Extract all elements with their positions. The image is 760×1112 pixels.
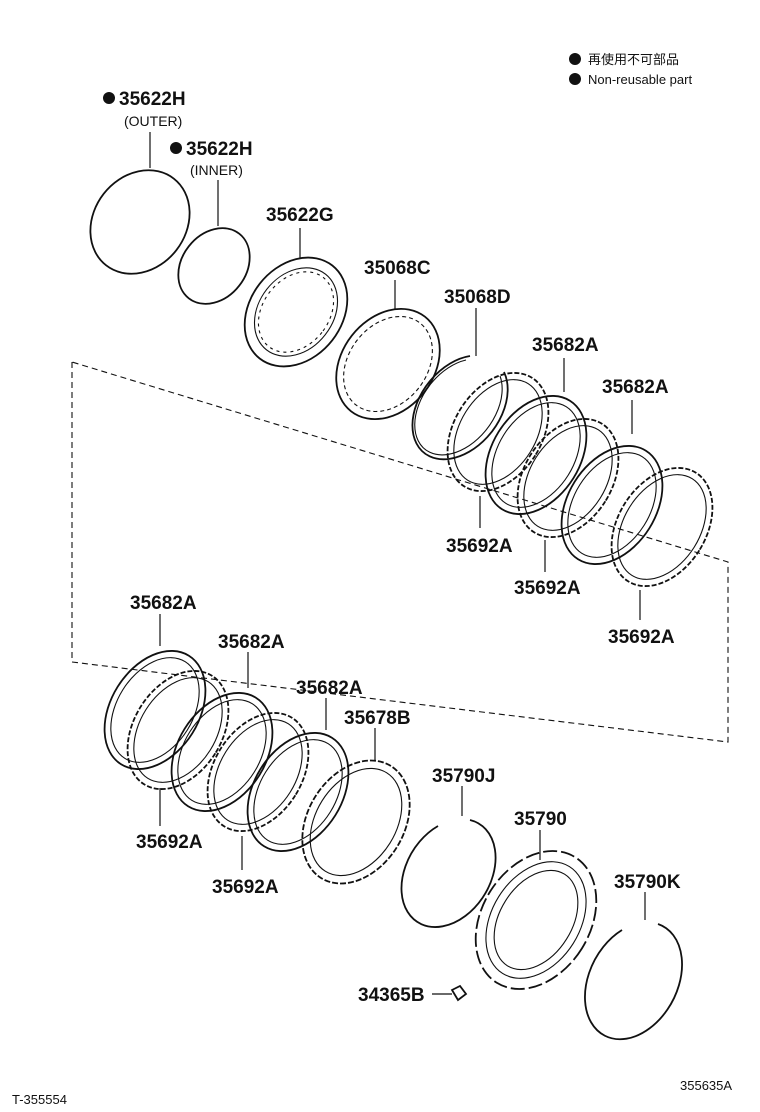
- non-reusable-bullet-icon: [569, 53, 581, 65]
- o-ring-inner: [177, 227, 251, 305]
- part-label: 35682A: [602, 377, 669, 398]
- clutch-disc-lower-1: [126, 670, 230, 790]
- part-label: 35068D: [444, 287, 511, 308]
- part-label: 35682A: [218, 632, 285, 653]
- part-labels: 35622H (OUTER) 35622H (INNER) 35622G 350…: [103, 89, 681, 1006]
- clutch-disc-upper-1: [446, 372, 550, 492]
- leader-lines: [149, 132, 646, 995]
- part-label: 35622H: [186, 139, 253, 160]
- clutch-plate-upper-2: [560, 445, 664, 565]
- clutch-plate-lower-2: [170, 692, 274, 812]
- clutch-plate-lower-3: [246, 732, 350, 852]
- part-label: 35790J: [432, 766, 495, 787]
- part-label: 35692A: [514, 578, 581, 599]
- part-label: 35622G: [266, 205, 334, 226]
- brake-piston-35790: [474, 850, 598, 990]
- part-label: 35790: [514, 809, 567, 830]
- legend-japanese: 再使用不可部品: [588, 52, 679, 67]
- non-reusable-bullet-icon: [569, 73, 581, 85]
- part-label: 35692A: [608, 627, 675, 648]
- legend-english: Non-reusable part: [588, 72, 692, 87]
- part-label: 35692A: [136, 832, 203, 853]
- clutch-disc-upper-2: [516, 418, 620, 538]
- part-label: 35622H: [119, 89, 186, 110]
- part-label: 35682A: [296, 678, 363, 699]
- clutch-plate-upper-1: [484, 395, 588, 515]
- part-label: 35068C: [364, 258, 431, 279]
- clutch-disc-upper-3: [610, 467, 714, 587]
- o-ring-outer: [89, 169, 191, 275]
- legend: 再使用不可部品 Non-reusable part: [569, 52, 692, 87]
- part-label: 35682A: [130, 593, 197, 614]
- part-note: (INNER): [190, 162, 243, 178]
- snap-ring-35068d: [411, 355, 509, 461]
- part-label: 35682A: [532, 335, 599, 356]
- part-label: 35692A: [446, 536, 513, 557]
- pin-34365b: [450, 984, 468, 1002]
- part-label: 34365B: [358, 985, 425, 1006]
- part-label: 35790K: [614, 872, 681, 893]
- flange-35678b: [301, 759, 411, 885]
- footer-left-code: T-355554: [12, 1092, 67, 1107]
- clutch-disc-lower-2: [206, 712, 310, 832]
- assembly-dashed-outline: [71, 361, 729, 743]
- piston: [243, 256, 349, 368]
- snap-ring-35790j: [400, 819, 497, 928]
- part-note: (OUTER): [124, 113, 182, 129]
- footer-right-code: 355635A: [680, 1078, 732, 1093]
- part-label: 35692A: [212, 877, 279, 898]
- clutch-plate-lower-1: [103, 650, 207, 770]
- part-label: 35678B: [344, 708, 411, 729]
- non-reusable-bullet-icon: [170, 142, 182, 154]
- non-reusable-bullet-icon: [103, 92, 115, 104]
- snap-ring-35790k: [584, 923, 683, 1041]
